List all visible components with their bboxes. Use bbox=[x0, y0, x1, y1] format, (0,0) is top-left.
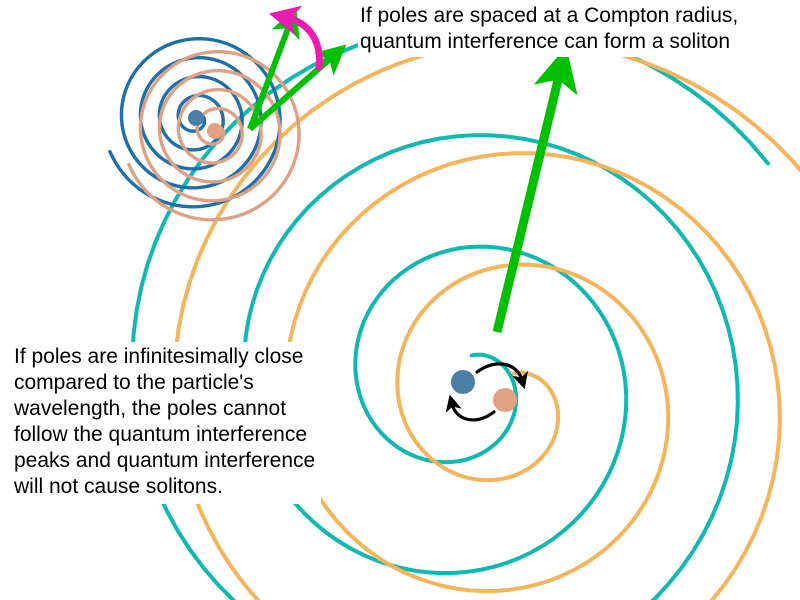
caption-infinitesimal-poles: If poles are infinitesimally close compa… bbox=[10, 342, 322, 504]
inset-blue-spiral bbox=[108, 36, 282, 209]
orange-interference-spiral bbox=[172, 39, 800, 600]
rotation-arrow-bottom bbox=[445, 394, 496, 422]
main-spiral-group bbox=[130, 21, 800, 600]
inset-pole-salmon bbox=[207, 123, 223, 139]
green-arrow-group bbox=[247, 6, 578, 334]
pole-separation-sweep-arrow bbox=[268, 5, 323, 71]
inset-pole-group bbox=[188, 110, 223, 139]
rotation-arrow-top bbox=[475, 362, 528, 390]
caption-compton-radius: If poles are spaced at a Compton radius,… bbox=[358, 2, 743, 57]
inset-spiral-group bbox=[108, 36, 301, 222]
rotation-arrow-group bbox=[445, 362, 528, 422]
inset-pole-blue bbox=[188, 110, 204, 126]
magenta-arc-group bbox=[268, 5, 323, 71]
soliton-momentum-arrow bbox=[492, 46, 578, 334]
inset-arrow-left bbox=[247, 6, 300, 131]
teal-interference-spiral bbox=[130, 21, 770, 600]
pole-blue bbox=[451, 370, 475, 394]
main-pole-group bbox=[451, 370, 517, 412]
pole-salmon bbox=[493, 388, 517, 412]
